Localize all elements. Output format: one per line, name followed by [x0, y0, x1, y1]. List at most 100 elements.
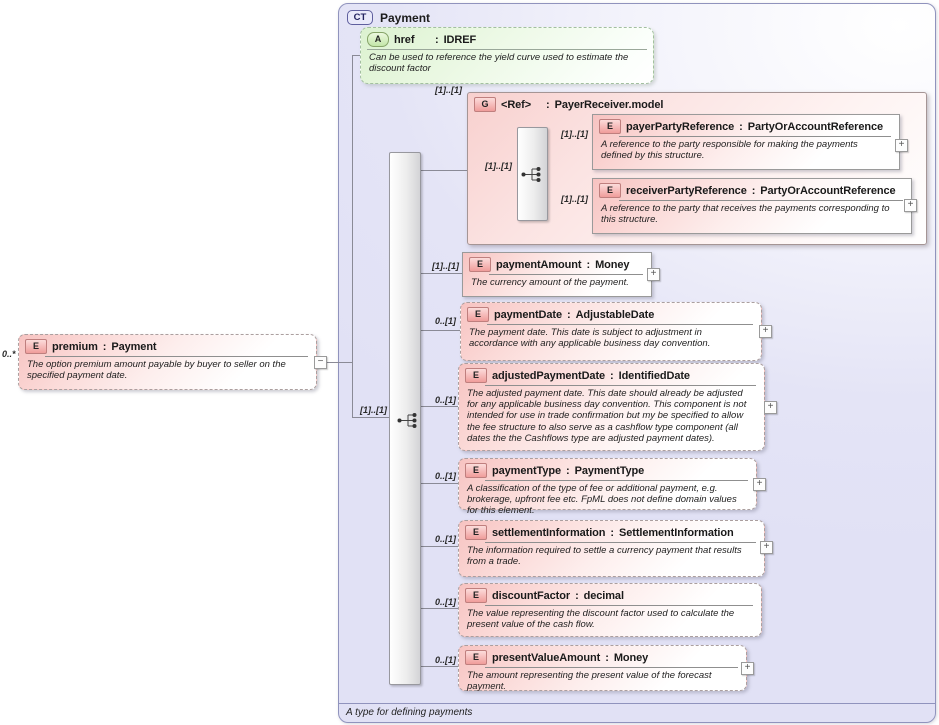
divider	[489, 274, 643, 275]
element-box-paymentType[interactable]: E paymentType : PaymentType A classifica…	[458, 458, 757, 516]
element-header: E discountFactor : decimal	[459, 584, 761, 604]
element-badge-icon: E	[467, 307, 489, 322]
cardinality-label: 0..[1]	[435, 655, 457, 665]
element-badge-icon: E	[465, 368, 487, 383]
divider	[485, 542, 756, 543]
element-type: PaymentType	[574, 464, 645, 477]
element-header: E presentValueAmount : Money	[459, 646, 746, 666]
cardinality-label: 0..[1]	[435, 534, 457, 544]
expand-button[interactable]: +	[895, 139, 908, 152]
complextype-header: CT Payment	[347, 10, 430, 25]
cardinality-label: [1]..[1]	[360, 405, 387, 415]
complextype-badge: CT	[347, 10, 373, 25]
element-box-discountFactor[interactable]: E discountFactor : decimal The value rep…	[458, 583, 762, 637]
divider	[45, 356, 308, 357]
sequence-bar-main	[389, 152, 421, 685]
collapse-button[interactable]: −	[314, 356, 327, 369]
sequence-icon	[397, 413, 417, 428]
element-name: adjustedPaymentDate	[492, 369, 606, 382]
element-box-receiverPartyReference[interactable]: E receiverPartyReference : PartyOrAccoun…	[592, 178, 912, 234]
connector-line	[420, 666, 458, 667]
expand-button[interactable]: +	[764, 401, 777, 414]
divider	[485, 385, 756, 386]
divider	[485, 605, 753, 606]
expand-button[interactable]: +	[753, 478, 766, 491]
element-type: AdjustableDate	[575, 308, 655, 321]
connector-line	[420, 546, 458, 547]
element-badge-icon: E	[465, 650, 487, 665]
element-box-adjustedPaymentDate[interactable]: E adjustedPaymentDate : IdentifiedDate T…	[458, 363, 765, 451]
complextype-title: Payment	[380, 10, 431, 25]
colon: :	[586, 258, 591, 271]
element-badge-icon: E	[25, 339, 47, 354]
divider	[619, 200, 903, 201]
element-badge-icon: E	[599, 119, 621, 134]
connector-line	[420, 330, 460, 331]
element-name: paymentAmount	[496, 258, 582, 271]
cardinality-label: [1]..[1]	[435, 85, 462, 95]
element-name: discountFactor	[492, 589, 571, 602]
colon: :	[739, 120, 743, 133]
group-type: PayerReceiver.model	[554, 98, 664, 111]
divider	[619, 136, 891, 137]
attribute-box-href[interactable]: A href : IDREF Can be used to reference …	[360, 27, 654, 84]
divider	[487, 324, 753, 325]
element-header: E adjustedPaymentDate : IdentifiedDate	[459, 364, 764, 384]
colon: :	[566, 464, 570, 477]
element-type: Money	[613, 651, 649, 664]
cardinality-label: 0..*	[2, 349, 16, 359]
element-header: E premium : Payment	[19, 335, 316, 355]
colon: :	[751, 184, 756, 197]
element-header: E settlementInformation : SettlementInfo…	[459, 521, 764, 541]
element-type: decimal	[583, 589, 624, 602]
element-name: payerPartyReference	[626, 120, 735, 133]
element-description: A classification of the type of fee or a…	[467, 483, 737, 517]
attribute-header: A href : IDREF	[361, 28, 653, 48]
element-box-paymentAmount[interactable]: E paymentAmount : Money The currency amo…	[462, 252, 652, 297]
attribute-description: Can be used to reference the yield curve…	[369, 52, 629, 75]
connector-line	[420, 483, 458, 484]
expand-button[interactable]: +	[760, 541, 773, 554]
element-description: The value representing the discount fact…	[467, 608, 735, 631]
expand-button[interactable]: +	[741, 662, 754, 675]
attribute-type: IDREF	[443, 33, 477, 46]
element-description: The amount representing the present valu…	[467, 670, 712, 693]
colon: :	[102, 340, 107, 353]
element-box-premium[interactable]: E premium : Payment The option premium a…	[18, 334, 317, 390]
colon: :	[575, 589, 579, 602]
connector-line	[352, 55, 353, 418]
attribute-badge-icon: A	[367, 32, 389, 47]
element-badge-icon: E	[465, 588, 487, 603]
element-name: presentValueAmount	[492, 651, 601, 664]
divider	[367, 49, 647, 50]
expand-button[interactable]: +	[904, 199, 917, 212]
connector-line	[420, 608, 458, 609]
element-description: A reference to the party responsible for…	[601, 139, 858, 162]
colon: :	[566, 308, 571, 321]
complextype-annotation: A type for defining payments	[346, 707, 473, 718]
element-type: PartyOrAccountReference	[747, 120, 883, 133]
element-box-presentValueAmount[interactable]: E presentValueAmount : Money The amount …	[458, 645, 747, 692]
element-box-settlementInformation[interactable]: E settlementInformation : SettlementInfo…	[458, 520, 765, 577]
connector-line	[327, 362, 353, 363]
group-name: <Ref>	[501, 98, 532, 111]
cardinality-label: 0..[1]	[435, 395, 457, 405]
element-header: E payerPartyReference : PartyOrAccountRe…	[593, 115, 899, 135]
element-box-paymentDate[interactable]: E paymentDate : AdjustableDate The payme…	[460, 302, 762, 361]
expand-button[interactable]: +	[647, 268, 660, 281]
element-box-payerPartyReference[interactable]: E payerPartyReference : PartyOrAccountRe…	[592, 114, 900, 170]
element-type: PartyOrAccountReference	[760, 184, 896, 197]
element-name: paymentDate	[494, 308, 562, 321]
element-type: Payment	[111, 340, 157, 353]
element-header: E paymentType : PaymentType	[459, 459, 756, 479]
colon: :	[605, 651, 609, 664]
expand-button[interactable]: +	[759, 325, 772, 338]
footer-divider	[339, 703, 935, 704]
element-badge-icon: E	[469, 257, 491, 272]
connector-line	[352, 55, 361, 56]
connector-line	[420, 273, 462, 274]
element-type: Money	[595, 258, 630, 271]
element-header: E receiverPartyReference : PartyOrAccoun…	[593, 179, 911, 199]
group-header: G <Ref> : PayerReceiver.model	[468, 93, 926, 113]
